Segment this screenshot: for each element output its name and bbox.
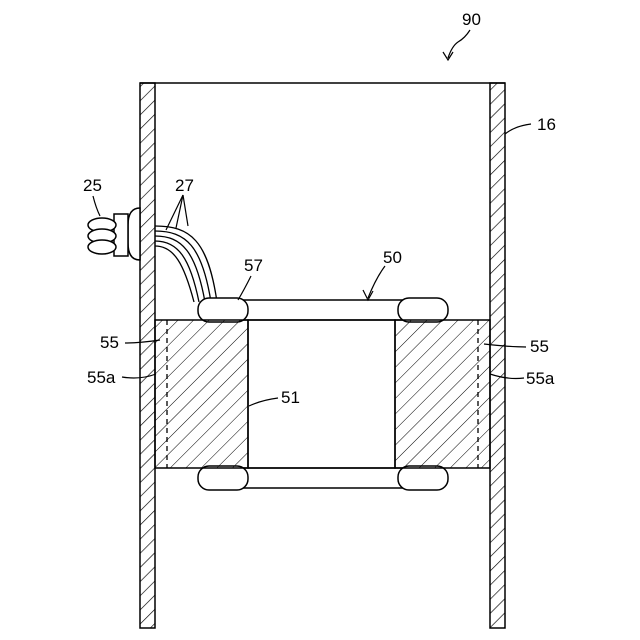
leader-50 (368, 266, 385, 298)
label-connector: 25 (83, 176, 102, 195)
label-magnet-right: 55 (530, 337, 549, 356)
leader-25 (93, 196, 100, 216)
magnet-right-body (395, 320, 490, 468)
magnet-left (155, 320, 248, 468)
label-magnet-face-left: 55a (87, 368, 116, 387)
label-winding-end: 57 (244, 256, 263, 275)
label-coil-assembly: 50 (383, 248, 402, 267)
leader-27-b (176, 195, 183, 228)
leader-16 (505, 124, 531, 134)
winding-end-bottom-right (398, 466, 448, 490)
winding-end-top-right (398, 298, 448, 322)
casing-left-wall (140, 83, 155, 628)
leader-27-a (166, 195, 183, 230)
connector-pin-3 (88, 240, 116, 254)
label-figure-number: 90 (462, 10, 481, 29)
connector (88, 208, 140, 260)
label-casing: 16 (537, 115, 556, 134)
magnet-right (395, 320, 490, 468)
leader-50-arrow (363, 290, 373, 300)
casing-right-wall (490, 83, 505, 628)
wire-4 (155, 241, 199, 302)
wire-5 (155, 246, 194, 302)
wire-3 (155, 236, 205, 302)
leader-27-c (183, 195, 188, 226)
winding-end-top-left (198, 298, 248, 322)
wires (155, 226, 217, 302)
label-wires: 27 (175, 176, 194, 195)
leader-51 (249, 398, 278, 406)
core (248, 320, 395, 468)
magnet-left-body (155, 320, 248, 468)
leader-90-arrow (443, 52, 453, 60)
connector-flange (128, 208, 140, 260)
winding-end-bottom-left (198, 466, 248, 490)
leader-57 (238, 276, 251, 300)
label-magnet-face-right: 55a (526, 369, 555, 388)
label-magnet-left: 55 (100, 333, 119, 352)
label-core: 51 (281, 388, 300, 407)
